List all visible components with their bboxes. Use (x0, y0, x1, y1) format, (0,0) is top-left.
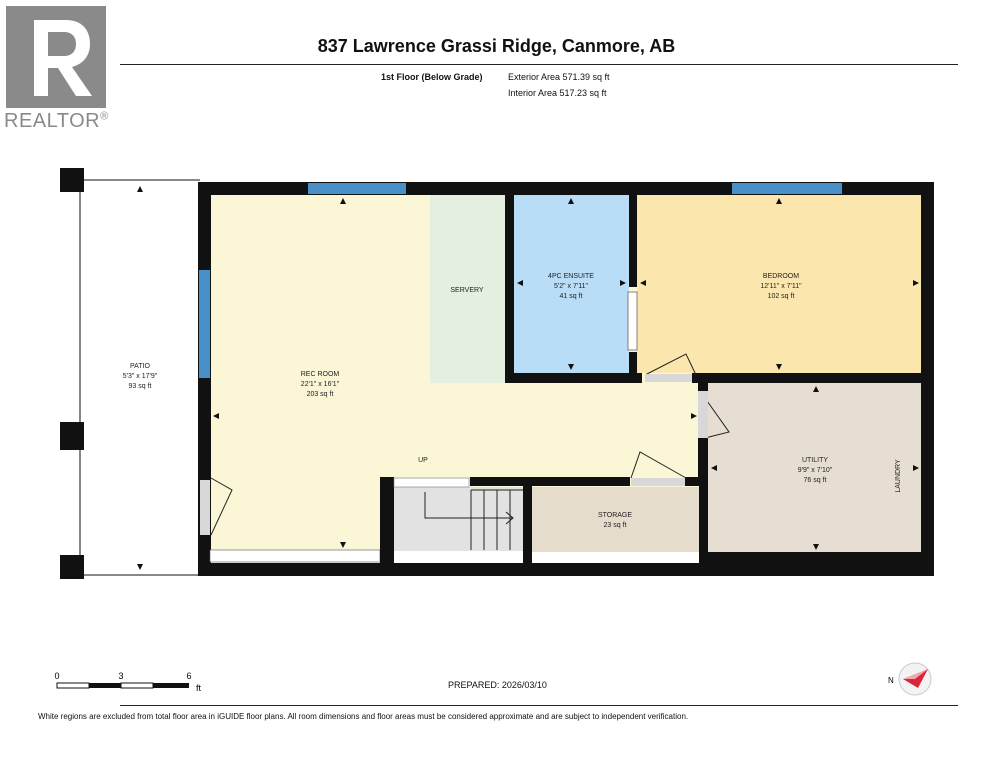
scale-tick-3: 3 (118, 671, 123, 681)
stairs-label: UP (418, 457, 428, 464)
patio-area: 93 sq ft (129, 383, 152, 390)
storage-area: 23 sq ft (604, 522, 627, 529)
disclaimer: White regions are excluded from total fl… (38, 712, 689, 721)
footer-divider (120, 705, 958, 706)
patio-post (60, 555, 84, 579)
servery-name: SERVERY (450, 287, 484, 294)
realtor-name: REALTOR (4, 110, 101, 132)
doors (200, 353, 730, 536)
window (732, 183, 842, 194)
window (308, 183, 406, 194)
scale-unit: ft (196, 683, 202, 693)
stairs-fill (389, 487, 523, 551)
realtor-wordmark: REALTOR® (4, 110, 109, 133)
realtor-r-mark-icon (6, 6, 106, 108)
utility-dims: 9'9" x 7'10" (798, 467, 833, 474)
prepared-date: PREPARED: 2026/03/10 (448, 680, 547, 690)
realtor-logo (6, 6, 106, 108)
scale-bar: 0 3 6 ft (54, 671, 201, 693)
bedroom-name: BEDROOM (763, 273, 799, 280)
ensuite-fill (514, 195, 629, 373)
compass-north-label: N (888, 676, 894, 685)
registered-mark: ® (100, 110, 109, 123)
window (199, 270, 210, 378)
compass-icon: N (888, 662, 932, 696)
header-divider (120, 64, 958, 65)
ensuite-name: 4PC ENSUITE (548, 273, 594, 280)
scale-tick-0: 0 (54, 671, 59, 681)
windows (199, 183, 842, 378)
utility-fill (708, 383, 922, 555)
utility-area: 76 sq ft (804, 477, 827, 484)
pocket-door (627, 291, 638, 351)
rec-room-name: REC ROOM (301, 371, 340, 378)
dimension-arrows (137, 186, 919, 570)
exterior-area: Exterior Area 571.39 sq ft (508, 72, 610, 82)
utility-name: UTILITY (802, 457, 828, 464)
ensuite-dims: 5'2" x 7'11" (554, 283, 588, 290)
bedroom-fill (637, 195, 922, 373)
rec-room-white-strip (209, 549, 381, 563)
patio-post (60, 422, 84, 450)
patio-outline (60, 168, 200, 579)
rec-room-area: 203 sq ft (307, 391, 334, 398)
scale-tick-6: 6 (186, 671, 191, 681)
ensuite-area: 41 sq ft (560, 293, 583, 300)
patio-post (60, 168, 84, 192)
floor-name: 1st Floor (Below Grade) (381, 72, 483, 82)
bedroom-area: 102 sq ft (768, 293, 795, 300)
rec-room-dims: 22'1" x 16'1" (301, 381, 340, 388)
servery-fill (430, 195, 505, 383)
storage-fill (532, 487, 699, 552)
laundry-name: LAUNDRY (895, 459, 902, 493)
patio-name: PATIO (130, 363, 151, 370)
staircase (393, 477, 523, 550)
storage-name: STORAGE (598, 512, 632, 519)
property-address-title: 837 Lawrence Grassi Ridge, Canmore, AB (317, 36, 676, 56)
bedroom-dims: 12'11" x 7'11" (760, 283, 802, 290)
patio-dims: 5'3" x 17'9" (123, 373, 158, 380)
interior-area: Interior Area 517.23 sq ft (508, 88, 607, 98)
